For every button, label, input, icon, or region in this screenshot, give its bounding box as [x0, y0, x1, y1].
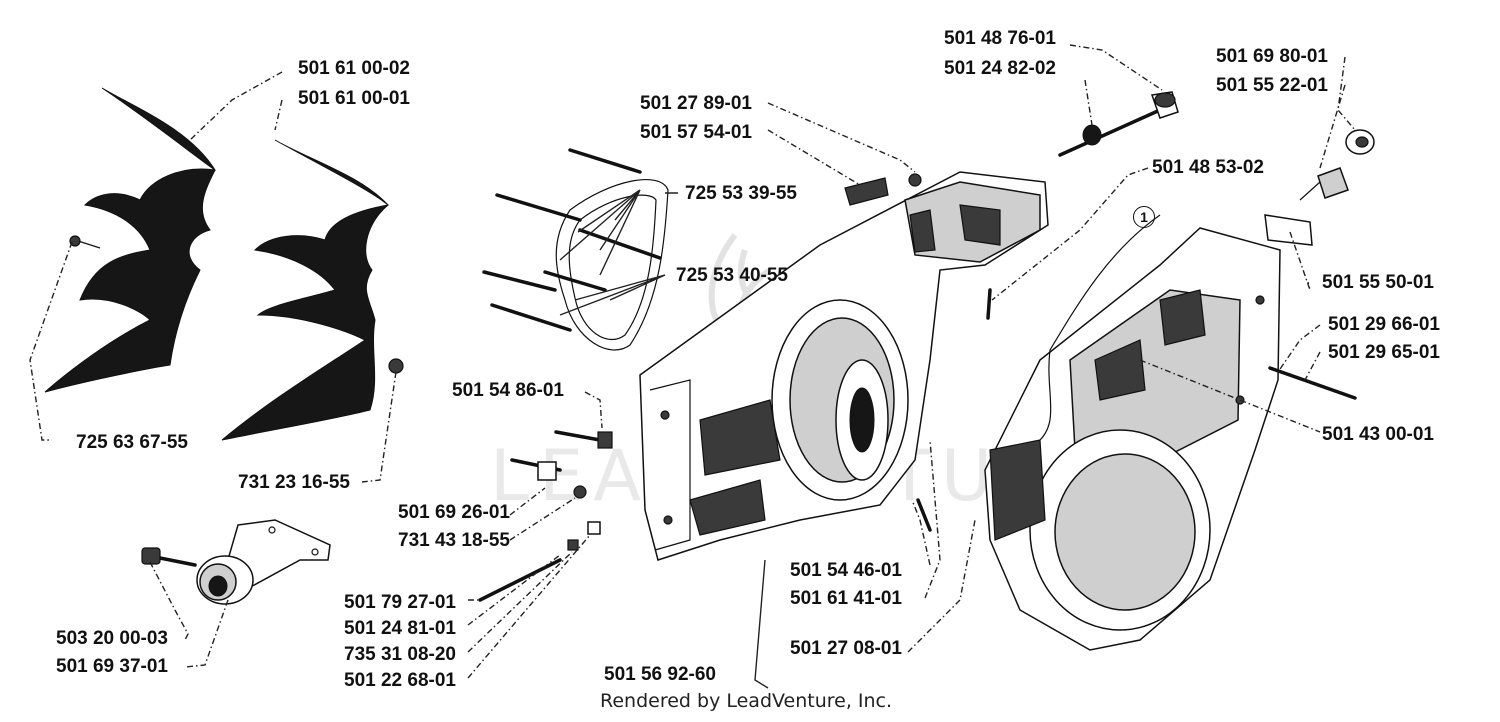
label-501296501: 501 29 65-01 [1328, 342, 1440, 363]
bolt-501296501 [1268, 366, 1357, 400]
gasket-assembly [482, 148, 669, 351]
impulse-nipple-assembly [1058, 91, 1179, 157]
label-501610002: 501 61 00-02 [298, 58, 410, 79]
baffle-plate-right [221, 139, 389, 441]
screw-head-left [69, 235, 81, 247]
screw-501792701 [478, 558, 562, 602]
mount-bracket-assembly [141, 519, 331, 605]
nut-731431855 [573, 485, 587, 499]
gasket-seal-right [1039, 214, 1161, 441]
label-501693701: 501 69 37-01 [56, 656, 168, 677]
label-501485302: 501 48 53-02 [1152, 157, 1264, 178]
baffle-plate-left [44, 87, 216, 393]
label-725636755: 725 63 67-55 [76, 432, 188, 453]
small-plate [844, 177, 889, 206]
stud-501548601 [554, 430, 613, 449]
label-503200003: 503 20 00-03 [56, 628, 168, 649]
clip-501226801 [587, 521, 601, 535]
nut-731231655 [388, 358, 404, 374]
label-501610001: 501 61 00-01 [298, 88, 410, 109]
crankcase-half-center [639, 171, 1049, 561]
label-731231655: 731 23 16-55 [238, 472, 350, 493]
label-501692601: 501 69 26-01 [398, 502, 510, 523]
label-501552201: 501 55 22-01 [1216, 75, 1328, 96]
label-731431855: 731 43 18-55 [398, 530, 510, 551]
reference-mark: 1 [1133, 206, 1155, 228]
stud-501692601 [510, 458, 562, 481]
label-501430001: 501 43 00-01 [1322, 424, 1434, 445]
label-725534055: 725 53 40-55 [676, 265, 788, 286]
label-501548601: 501 54 86-01 [452, 380, 564, 401]
label-501278901: 501 27 89-01 [640, 93, 752, 114]
label-501698001: 501 69 80-01 [1216, 46, 1328, 67]
label-501792701: 501 79 27-01 [344, 592, 456, 613]
screw-501485302 [986, 288, 992, 320]
label-501575401: 501 57 54-01 [640, 122, 752, 143]
label-501555001: 501 55 50-01 [1322, 272, 1434, 293]
label-501614101: 501 61 41-01 [790, 588, 902, 609]
label-501248101: 501 24 81-01 [344, 618, 456, 639]
label-501487601: 501 48 76-01 [944, 28, 1056, 49]
label-501544601: 501 54 46-01 [790, 560, 902, 581]
label-501569260: 501 56 92-60 [604, 664, 716, 685]
label-725533955: 725 53 39-55 [685, 183, 797, 204]
label-501248202: 501 24 82-02 [944, 58, 1056, 79]
decompression-valve-assembly [1264, 129, 1375, 246]
crankcase-half-right [984, 227, 1281, 651]
label-501226801: 501 22 68-01 [344, 670, 456, 691]
label-501270801: 501 27 08-01 [790, 638, 902, 659]
screw-501544601 [916, 498, 932, 532]
label-501296601: 501 29 66-01 [1328, 314, 1440, 335]
washer-735310820 [567, 539, 579, 551]
footer-credit: Rendered by LeadVenture, Inc. [600, 690, 893, 712]
label-735310820: 735 31 08-20 [344, 644, 456, 665]
